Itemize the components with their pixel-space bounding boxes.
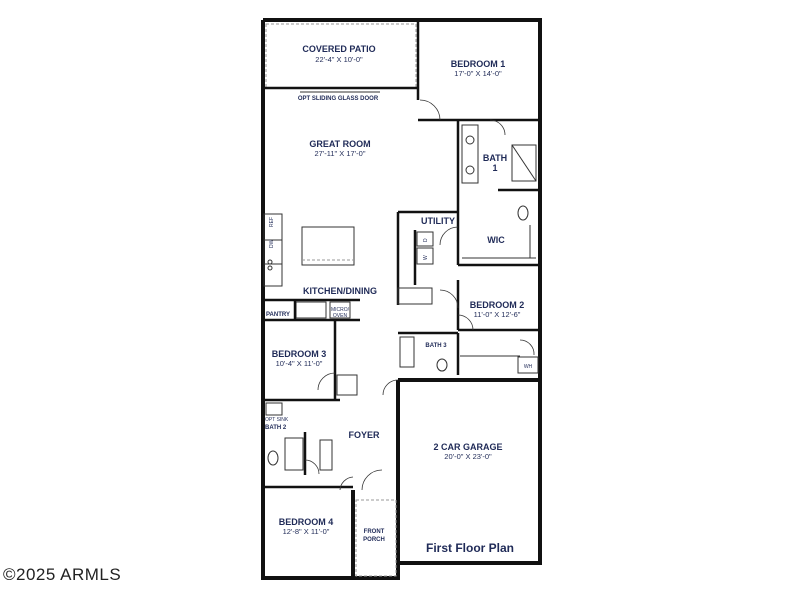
west-bedrooms-walls <box>261 320 358 491</box>
garage-name: 2 CAR GARAGE <box>433 442 502 452</box>
opt-sink-label: OPT SINK <box>265 417 289 423</box>
bath3-walls <box>398 331 539 375</box>
water-heater-label: WH <box>524 364 533 370</box>
front-porch-name-line2: PORCH <box>363 537 385 543</box>
exterior-walls <box>261 18 542 580</box>
front-porch-name-line1: FRONT <box>364 529 385 535</box>
foyer-name: FOYER <box>348 430 380 440</box>
bedroom4-dims: 12'-8" X 11'-0" <box>283 527 330 536</box>
bedroom1-dims: 17'-0" X 14'-0" <box>454 69 502 78</box>
appliance-labels: DW REF MICRO/ OVEN WH W D <box>269 217 533 370</box>
great-room-dims: 27'-11" X 17'-0" <box>315 149 366 158</box>
bedroom4-name: BEDROOM 4 <box>279 517 334 527</box>
bath1-number: 1 <box>492 163 497 173</box>
bath3-name: BATH 3 <box>425 343 447 349</box>
sliding-door-label: OPT SLIDING GLASS DOOR <box>298 96 379 102</box>
covered-patio-outline <box>263 23 418 93</box>
plan-title: First Floor Plan <box>426 541 514 555</box>
oven-label: OVEN <box>333 313 348 319</box>
bedroom2-dims: 11'-0" X 12'-6" <box>474 310 521 319</box>
bedroom1-name: BEDROOM 1 <box>451 59 506 69</box>
micro-label: MICRO/ <box>331 307 350 313</box>
bedroom2-walls <box>396 280 540 332</box>
dishwasher-label: DW <box>269 239 275 248</box>
great-room-name: GREAT ROOM <box>309 139 370 149</box>
bedroom3-name: BEDROOM 3 <box>272 349 327 359</box>
watermark: ©2025 ARMLS <box>3 565 122 584</box>
room-labels: COVERED PATIO 22'-4" X 10'-0" BEDROOM 1 … <box>265 44 524 543</box>
covered-patio-name: COVERED PATIO <box>302 44 375 54</box>
bedroom3-dims: 10'-4" X 11'-0" <box>276 359 323 368</box>
wic-name: WIC <box>487 235 505 245</box>
garage-dims: 20'-0" X 23'-0" <box>444 452 492 461</box>
utility-name: UTILITY <box>421 216 455 226</box>
bath1-name: BATH <box>483 153 507 163</box>
kitchen-name: KITCHEN/DINING <box>303 286 377 296</box>
foyer-doors <box>355 379 399 577</box>
bath2-name: BATH 2 <box>265 425 287 431</box>
covered-patio-dims: 22'-4" X 10'-0" <box>315 55 363 64</box>
bedroom2-name: BEDROOM 2 <box>470 300 525 310</box>
kitchen-elements <box>263 213 360 322</box>
refrigerator-label: REF <box>269 217 275 227</box>
bedroom1-walls <box>416 20 540 136</box>
washer-label: W <box>423 255 429 260</box>
pantry-name: PANTRY <box>266 312 290 318</box>
dryer-label: D <box>423 238 429 242</box>
bath1-walls <box>456 120 540 221</box>
utility-wic-walls <box>396 210 540 285</box>
